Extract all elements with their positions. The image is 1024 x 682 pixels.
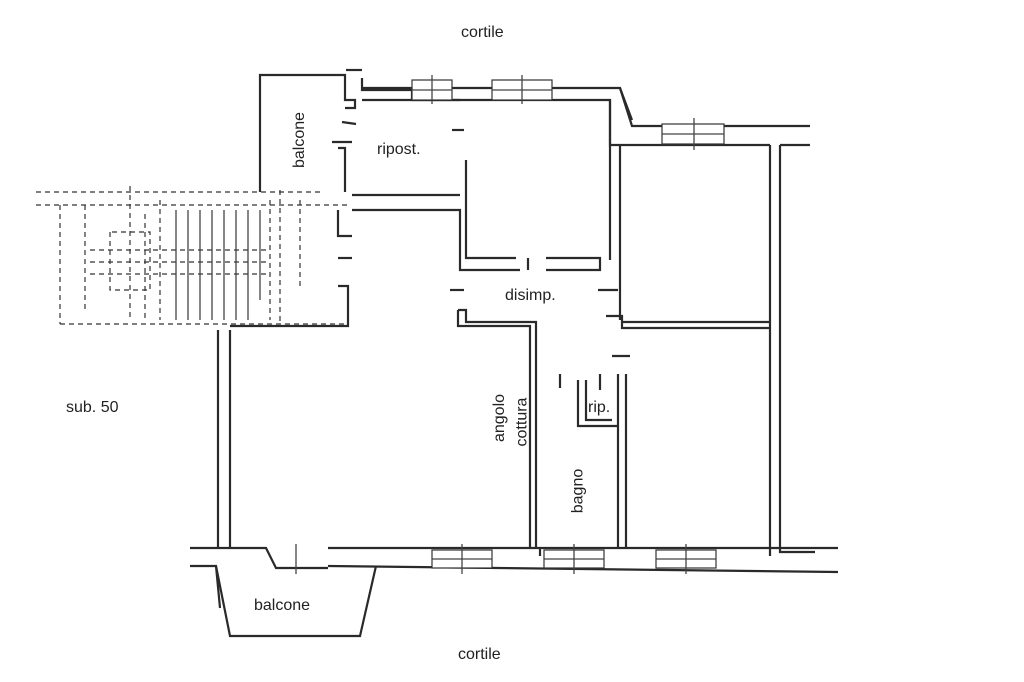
label-ripost: ripost. bbox=[377, 141, 421, 158]
label-cortile-bottom: cortile bbox=[458, 646, 501, 663]
label-angolo: angolo bbox=[491, 393, 509, 443]
label-cottura: cottura bbox=[513, 397, 531, 447]
label-balcone-bottom: balcone bbox=[254, 597, 311, 614]
stair-treads bbox=[175, 210, 261, 320]
label-disimp: disimp. bbox=[505, 287, 556, 304]
label-rip: rip. bbox=[588, 399, 611, 416]
label-sub-50: sub. 50 bbox=[66, 399, 119, 416]
windows bbox=[295, 75, 725, 574]
interior-walls bbox=[230, 100, 770, 556]
outer-walls bbox=[190, 68, 839, 638]
label-balcone-top: balcone bbox=[291, 111, 309, 169]
label-cortile-top: cortile bbox=[461, 24, 504, 41]
staircase-dashed bbox=[36, 186, 350, 325]
label-bagno: bagno bbox=[569, 468, 587, 514]
